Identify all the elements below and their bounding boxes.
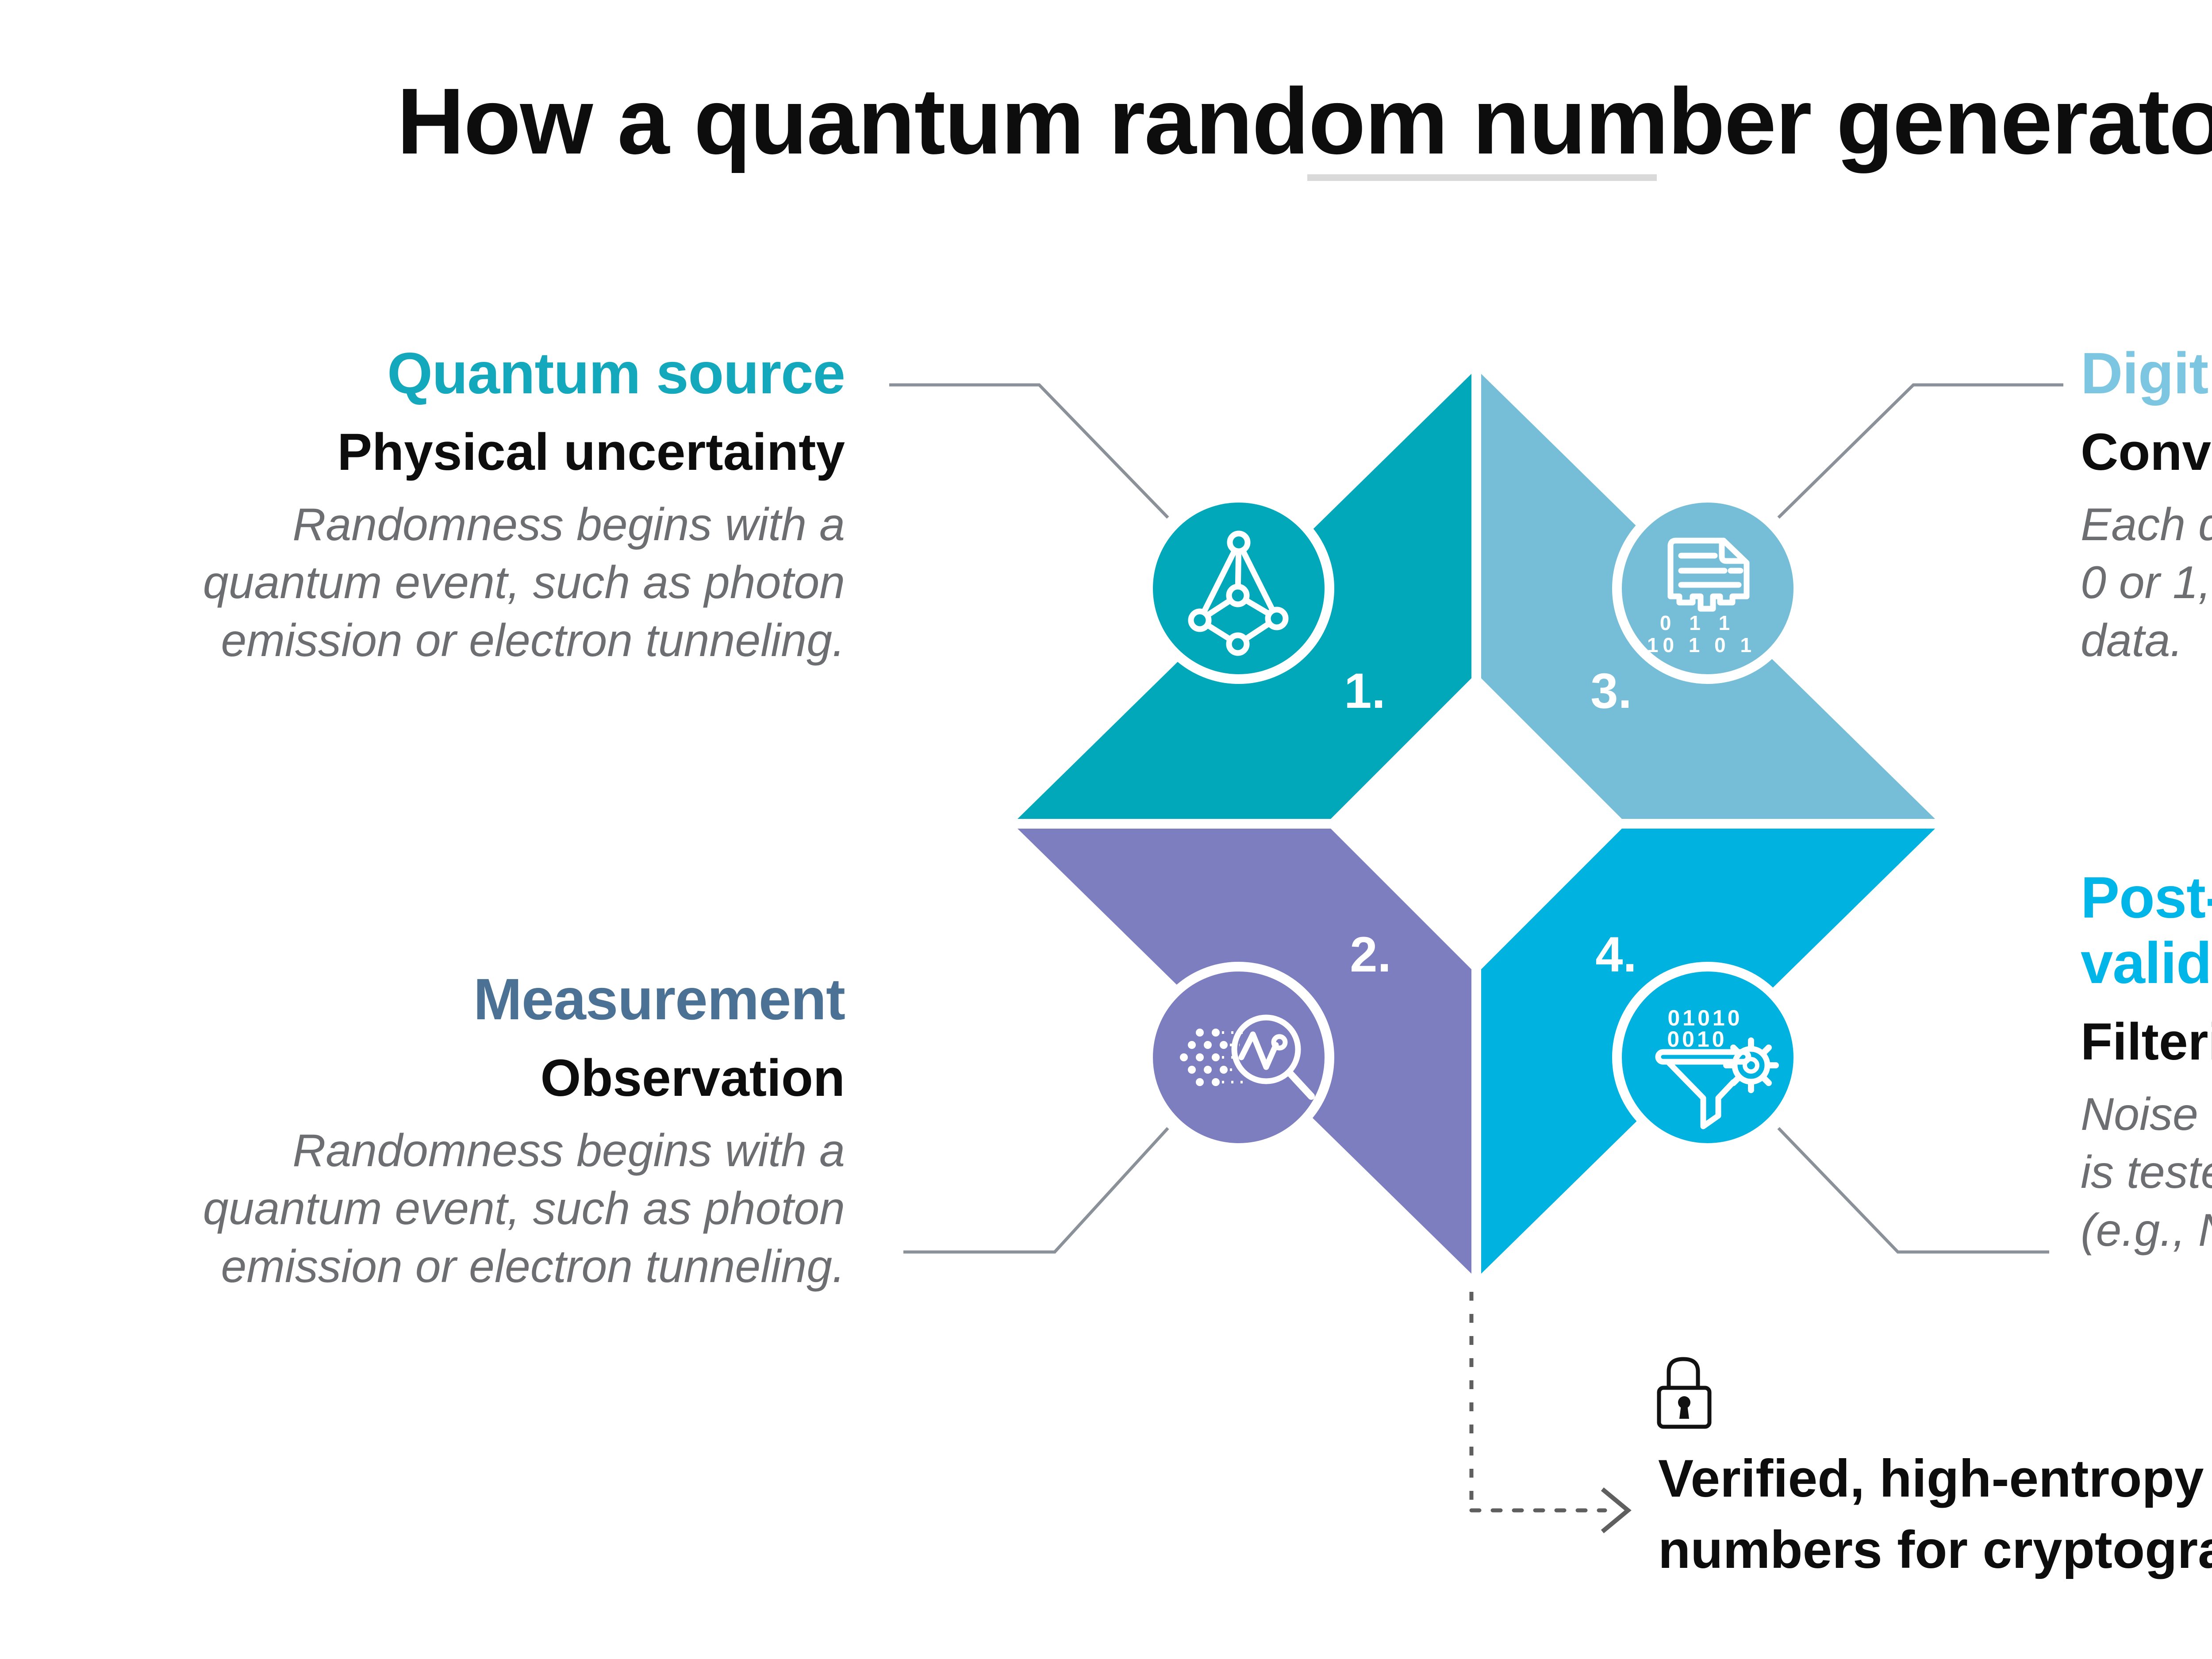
molecule-network-icon <box>1188 530 1289 656</box>
step-3-circle <box>1612 493 1803 684</box>
svg-text:01010: 01010 <box>1667 1006 1742 1030</box>
funnel-gear-icon: 01010 0010 <box>1655 1006 1779 1129</box>
svg-text:0010: 0010 <box>1667 1027 1727 1052</box>
step-2-subheading: Observation <box>540 1048 845 1107</box>
document-binary-icon: 0 1 1 10 1 0 1 <box>1647 538 1756 657</box>
step-3-heading: Digitization <box>2081 341 2212 406</box>
step-4-text-block: Post-processing & validation Filtering &… <box>2081 865 2212 1260</box>
outcome-text: Verified, high-entropy random numbers fo… <box>1658 1449 2212 1579</box>
page-title: How a quantum random number generator wo… <box>396 69 2212 173</box>
svg-text:10 1 0 1: 10 1 0 1 <box>1647 634 1756 657</box>
output-arrow <box>1469 1292 1632 1533</box>
step-1-heading: Quantum source <box>387 341 845 406</box>
step-2-text-block: Measurement Observation Randomness begin… <box>155 967 845 1296</box>
step-3-description: Each quantum event becomes a 0 or 1, for… <box>2081 499 2212 667</box>
arrowhead-icon <box>1601 1487 1632 1533</box>
step-1-number: 1. <box>1344 663 1385 718</box>
step-4-subheading: Filtering & verification <box>2081 1012 2212 1071</box>
step-2-heading: Measurement <box>473 967 845 1032</box>
lock-icon <box>1657 1357 1712 1429</box>
title-underline-bar <box>1307 174 1657 181</box>
step-4-description: Noise and bias are removed; data is test… <box>2081 1089 2212 1256</box>
step-4-heading: Post-processing & validation <box>2081 865 2212 995</box>
step-2-description: Randomness begins with a quantum event, … <box>203 1125 845 1293</box>
step-1-text-block: Quantum source Physical uncertainty Rand… <box>155 341 845 670</box>
step-3-number: 3. <box>1590 663 1632 718</box>
connector-line-post-processing <box>1777 1127 2049 1254</box>
step-3-text-block: Digitization Conversion to binary Each q… <box>2081 341 2212 670</box>
step-3-subheading: Conversion to binary <box>2081 422 2212 481</box>
step-1-subheading: Physical uncertainty <box>337 422 845 481</box>
step-4-circle <box>1612 962 1803 1153</box>
step-1-description: Randomness begins with a quantum event, … <box>203 499 845 667</box>
step-2-number: 2. <box>1350 927 1391 982</box>
svg-text:0 1 1: 0 1 1 <box>1660 611 1736 634</box>
connector-line-quantum-source <box>889 383 1169 519</box>
connector-line-digitization <box>1777 383 2063 519</box>
connector-line-measurement <box>903 1127 1169 1254</box>
step-4-number: 4. <box>1595 927 1636 982</box>
magnifier-waveform-icon <box>1180 1014 1315 1100</box>
